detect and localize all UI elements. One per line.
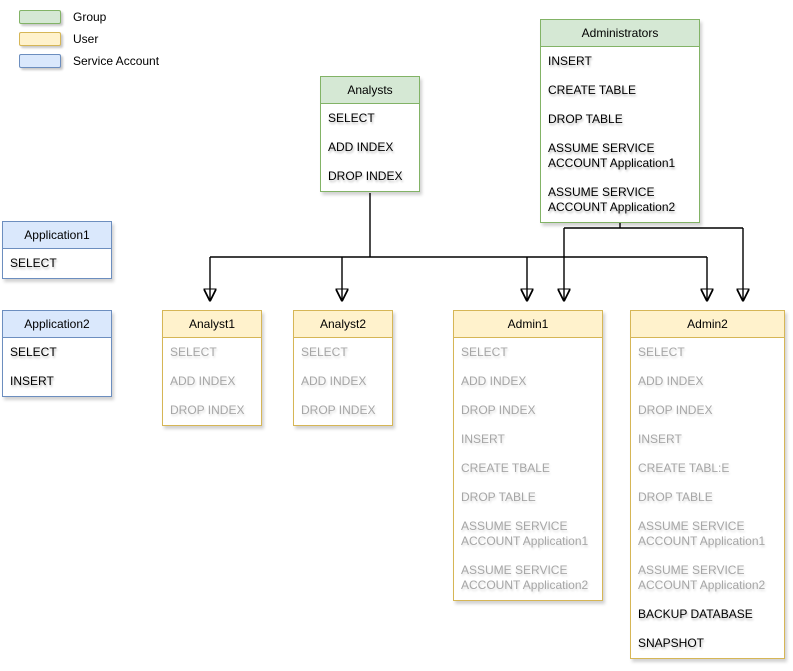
legend-row-user: User — [19, 28, 159, 50]
box-title-administrators: Administrators — [541, 20, 699, 47]
legend-label: Group — [73, 10, 107, 24]
permission-item: SELECT — [461, 345, 508, 359]
service-account-swatch-icon — [19, 54, 61, 68]
permission-item: SELECT — [10, 256, 57, 270]
permission-item: INSERT — [548, 54, 592, 68]
group-box-administrators: Administrators INSERT CREATE TABLE DROP TA… — [540, 19, 700, 223]
permission-list-administrators: INSERT CREATE TABLE DROP TABLE ASSUME SERVI… — [541, 47, 699, 222]
permission-item: DROP INDEX — [301, 403, 376, 417]
permission-item: ASSUME SERVICE ACCOUNT Application1 — [548, 141, 676, 170]
permission-item: ASSUME SERVICE ACCOUNT Application2 — [638, 563, 766, 592]
permission-item: ADD INDEX — [170, 374, 236, 388]
user-box-analyst2: Analyst2 SELECT ADD INDEX DROP INDEX — [293, 310, 393, 426]
permission-list-analysts: SELECT ADD INDEX DROP INDEX — [321, 104, 419, 191]
box-title-application2: Application2 — [3, 311, 111, 338]
user-swatch-icon — [19, 32, 61, 46]
permission-item: SNAPSHOT — [638, 636, 705, 650]
box-title-analyst2: Analyst2 — [294, 311, 392, 338]
legend-label: User — [73, 32, 99, 46]
group-swatch-icon — [19, 10, 61, 24]
service-account-box-application2: Application2 SELECT INSERT — [2, 310, 112, 397]
permission-item: DROP INDEX — [461, 403, 536, 417]
permission-item: DROP TABLE — [461, 490, 536, 504]
group-box-analysts: Analysts SELECT ADD INDEX DROP INDEX — [320, 76, 420, 192]
permission-item: SELECT — [301, 345, 348, 359]
service-account-box-application1: Application1 SELECT — [2, 221, 112, 279]
legend-row-service-account: Service Account — [19, 50, 159, 72]
permission-item: CREATE TABL:E — [638, 461, 730, 475]
permission-item: SELECT — [638, 345, 685, 359]
permission-item: INSERT — [638, 432, 682, 446]
permission-item: CREATE TABLE — [548, 83, 637, 97]
permission-item: INSERT — [10, 374, 54, 388]
user-box-analyst1: Analyst1 SELECT ADD INDEX DROP INDEX — [162, 310, 262, 426]
user-box-admin1: Admin1 SELECT ADD INDEX DROP INDEX INSERT CR… — [453, 310, 603, 601]
box-title-admin2: Admin2 — [631, 311, 784, 338]
permission-item: ADD INDEX — [638, 374, 704, 388]
permission-item: ADD INDEX — [328, 140, 394, 154]
permission-list-admin1: SELECT ADD INDEX DROP INDEX INSERT CREATE TB… — [454, 338, 602, 600]
box-title-analyst1: Analyst1 — [163, 311, 261, 338]
permission-list-analyst2: SELECT ADD INDEX DROP INDEX — [294, 338, 392, 425]
user-box-admin2: Admin2 SELECT ADD INDEX DROP INDEX INSERT CR… — [630, 310, 785, 659]
permission-item: DROP TABLE — [638, 490, 713, 504]
permission-item: INSERT — [461, 432, 505, 446]
legend-label: Service Account — [73, 54, 160, 68]
box-title-application1: Application1 — [3, 222, 111, 249]
permission-item: SELECT — [328, 111, 375, 125]
permission-item: ADD INDEX — [461, 374, 527, 388]
permission-item: DROP INDEX — [170, 403, 245, 417]
permission-item: SELECT — [10, 345, 57, 359]
permission-list-application1: SELECT — [3, 249, 111, 278]
permission-item: ADD INDEX — [301, 374, 367, 388]
legend: Group User Service Account — [19, 6, 159, 72]
permission-item: ASSUME SERVICE ACCOUNT Application2 — [548, 185, 676, 214]
legend-row-group: Group — [19, 6, 159, 28]
permission-item: SELECT — [170, 345, 217, 359]
permission-item: DROP TABLE — [548, 112, 623, 126]
permission-item: ASSUME SERVICE ACCOUNT Application1 — [638, 519, 766, 548]
permission-list-analyst1: SELECT ADD INDEX DROP INDEX — [163, 338, 261, 425]
permission-list-application2: SELECT INSERT — [3, 338, 111, 396]
permission-list-admin2: SELECT ADD INDEX DROP INDEX INSERT CREATE TA… — [631, 338, 784, 658]
permission-item: BACKUP DATABASE — [638, 607, 753, 621]
permission-item: CREATE TBALE — [461, 461, 550, 475]
permission-item: ASSUME SERVICE ACCOUNT Application1 — [461, 519, 589, 548]
permission-item: DROP INDEX — [638, 403, 713, 417]
box-title-analysts: Analysts — [321, 77, 419, 104]
permission-item: ASSUME SERVICE ACCOUNT Application2 — [461, 563, 589, 592]
box-title-admin1: Admin1 — [454, 311, 602, 338]
permission-item: DROP INDEX — [328, 169, 403, 183]
